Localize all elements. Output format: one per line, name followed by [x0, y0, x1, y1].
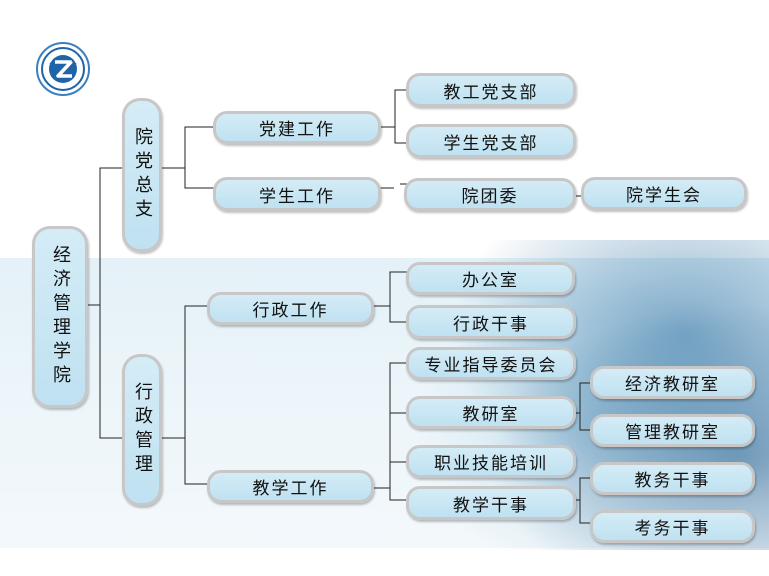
node-academic-affairs: 教务干事: [590, 462, 755, 495]
node-admin-clerk: 行政干事: [406, 305, 576, 339]
node-steering-committee: 专业指导委员会: [406, 347, 576, 380]
university-emblem-icon: [36, 42, 90, 96]
node-admin-management: 行政管理: [122, 354, 162, 506]
node-student-union: 院学生会: [581, 177, 747, 210]
node-teaching: 教学工作: [207, 470, 374, 503]
node-administration: 行政工作: [207, 292, 374, 325]
node-economics-research: 经济教研室: [590, 366, 755, 399]
node-root: 经济管理学院: [32, 226, 88, 408]
node-staff-party-branch: 教工党支部: [406, 73, 576, 107]
node-youth-league: 院团委: [404, 178, 576, 211]
node-student-work: 学生工作: [213, 177, 381, 211]
node-party-building: 党建工作: [213, 111, 381, 144]
node-management-research: 管理教研室: [590, 414, 755, 447]
node-party-committee: 院党总支: [122, 98, 162, 252]
node-student-party-branch: 学生党支部: [406, 124, 576, 158]
node-office: 办公室: [406, 262, 575, 295]
node-exam-affairs: 考务干事: [590, 510, 755, 543]
node-teaching-research: 教研室: [406, 396, 576, 429]
node-teaching-affairs: 教学干事: [406, 486, 576, 520]
node-vocational-training: 职业技能培训: [406, 445, 576, 478]
